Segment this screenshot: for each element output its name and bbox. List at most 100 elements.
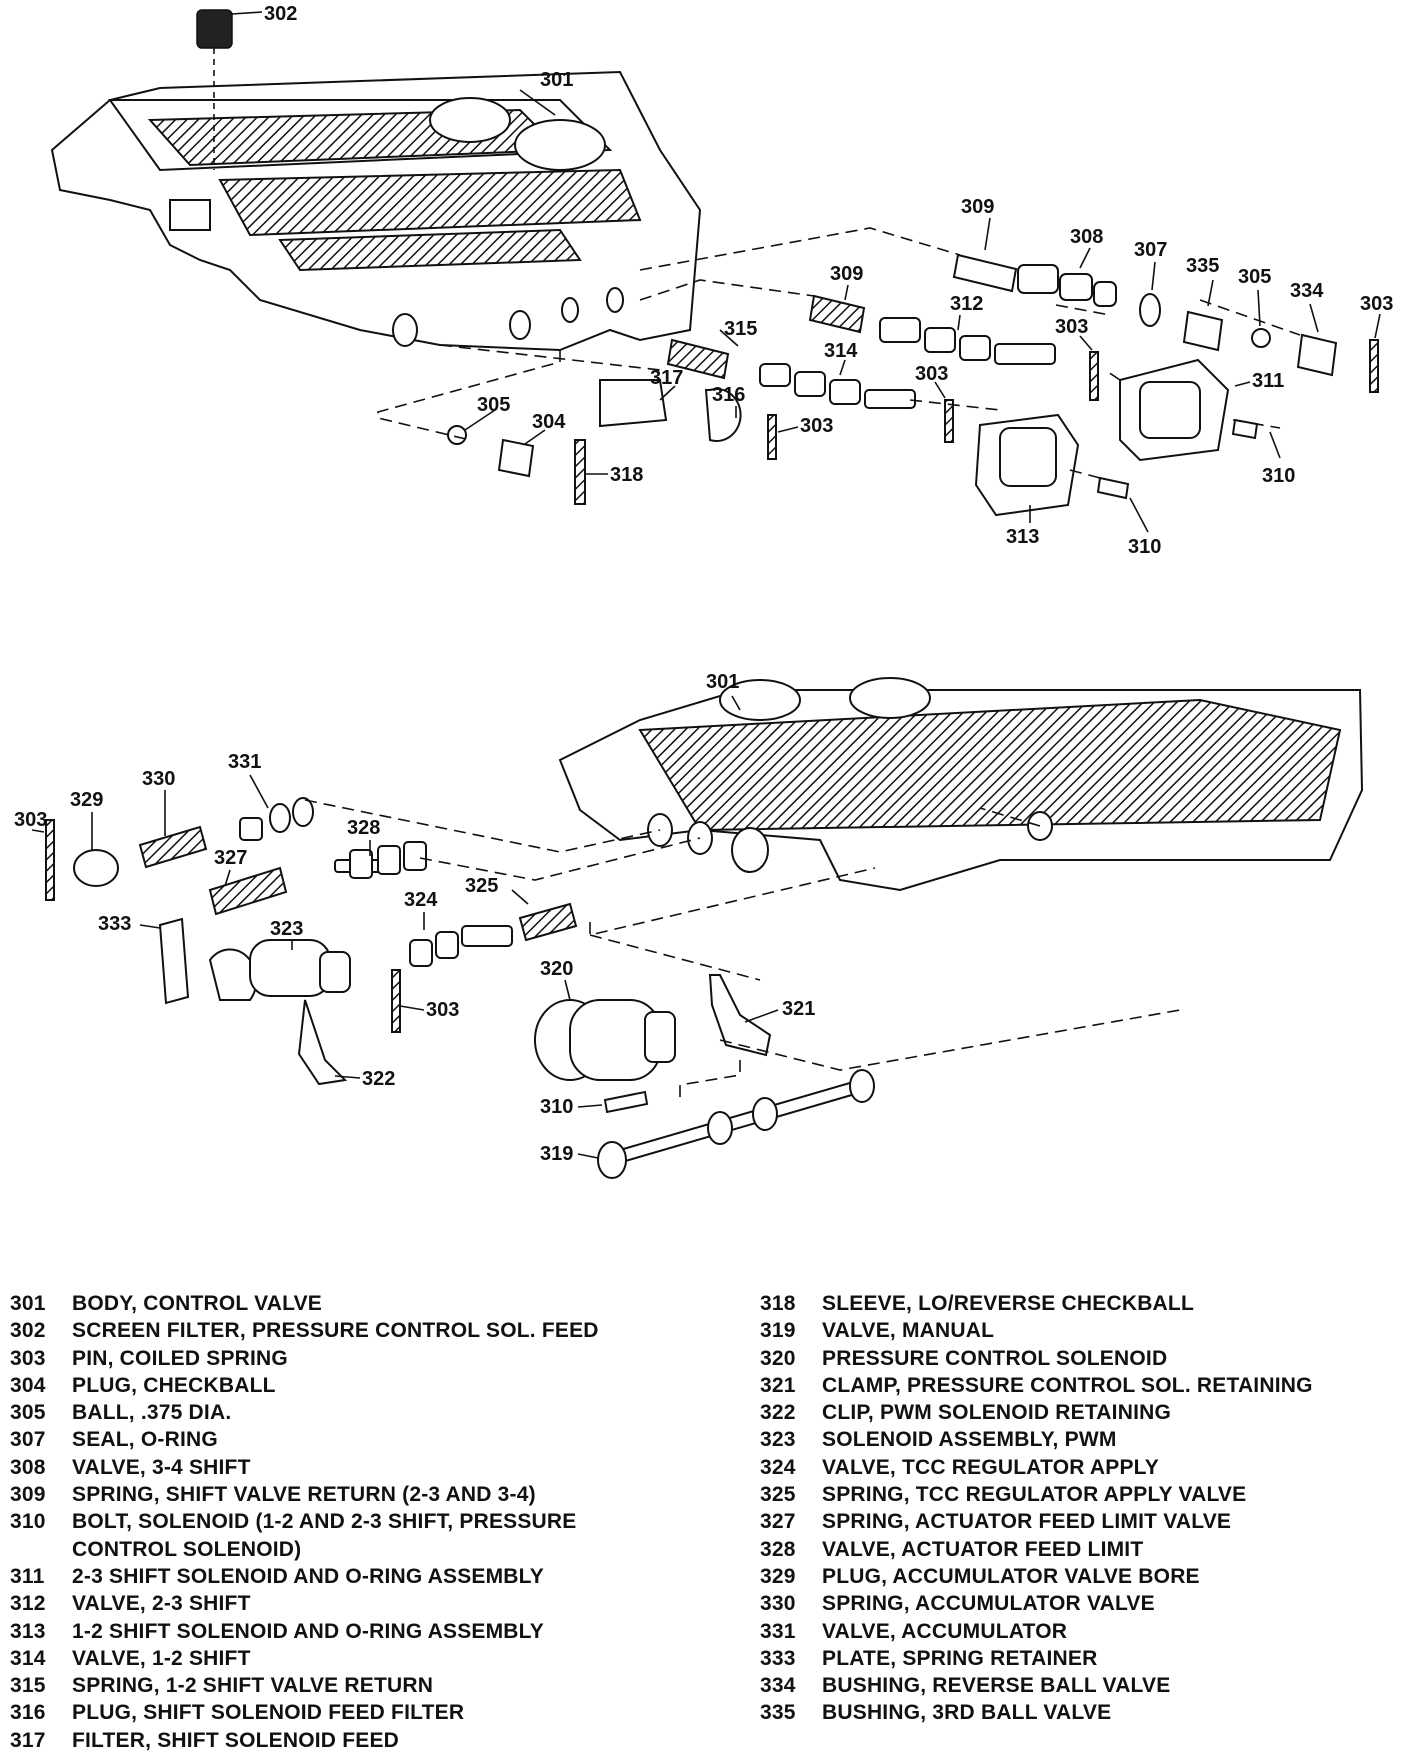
legend-part-number: 316 — [10, 1701, 46, 1725]
callout-310-bottom: 310 — [540, 1096, 573, 1118]
legend-part-number: 301 — [10, 1292, 46, 1315]
legend-part-number: 331 — [760, 1619, 796, 1643]
legend-item: 328 VALVE, ACTUATOR FEED LIMIT — [760, 1536, 1420, 1563]
legend-part-number: 305 — [10, 1401, 46, 1425]
legend-part-number: 313 — [10, 1619, 46, 1643]
legend-item: 335 BUSHING, 3RD BALL VALVE — [760, 1699, 1420, 1726]
callout-320: 320 — [540, 958, 573, 980]
legend-item: 308 VALVE, 3-4 SHIFT — [10, 1454, 730, 1481]
legend-part-description: PRESSURE CONTROL SOLENOID — [822, 1346, 1168, 1370]
legend-part-description: 2-3 SHIFT SOLENOID AND O-RING ASSEMBLY — [72, 1564, 544, 1588]
bottom-parts — [45, 797, 875, 1179]
callout-321: 321 — [782, 998, 815, 1020]
callout-325: 325 — [465, 875, 498, 897]
legend-part-description: BUSHING, REVERSE BALL VALVE — [822, 1674, 1171, 1698]
legend-item: 301 BODY, CONTROL VALVE — [10, 1290, 730, 1317]
legend-part-description: FILTER, SHIFT SOLENOID FEED — [72, 1728, 400, 1752]
legend-part-number: 325 — [760, 1483, 796, 1507]
callout-308: 308 — [1070, 226, 1103, 248]
legend-part-description: BOLT, SOLENOID (1-2 AND 2-3 SHIFT, PRESS… — [72, 1510, 577, 1561]
legend-part-description: BUSHING, 3RD BALL VALVE — [822, 1701, 1112, 1725]
screen-filter-302 — [196, 9, 233, 170]
legend-part-number: 319 — [760, 1319, 796, 1343]
legend-part-number: 334 — [760, 1674, 796, 1698]
legend-item: 330 SPRING, ACCUMULATOR VALVE — [760, 1590, 1420, 1617]
legend-item: 331 VALVE, ACCUMULATOR — [760, 1618, 1420, 1645]
legend-part-number: 312 — [10, 1592, 46, 1616]
legend-part-number: 314 — [10, 1646, 46, 1670]
callout-301-bottom: 301 — [706, 671, 739, 693]
callout-307: 307 — [1134, 239, 1167, 261]
callout-303-far-right: 303 — [1360, 293, 1393, 315]
legend-item: 325 SPRING, TCC REGULATOR APPLY VALVE — [760, 1481, 1420, 1508]
legend-part-description: SPRING, ACTUATOR FEED LIMIT VALVE — [822, 1510, 1232, 1534]
callout-301-top: 301 — [540, 69, 573, 91]
legend-part-number: 309 — [10, 1483, 46, 1507]
legend-part-number: 333 — [760, 1646, 796, 1670]
legend-part-number: 310 — [10, 1510, 46, 1534]
callout-309-lower: 309 — [830, 263, 863, 285]
legend-part-description: VALVE, ACTUATOR FEED LIMIT — [822, 1537, 1144, 1561]
legend-part-description: PLUG, ACCUMULATOR VALVE BORE — [822, 1564, 1200, 1588]
legend-part-number: 302 — [10, 1319, 46, 1343]
legend-item: 317 FILTER, SHIFT SOLENOID FEED — [10, 1727, 730, 1754]
legend-item: 334 BUSHING, REVERSE BALL VALVE — [760, 1672, 1420, 1699]
callout-330: 330 — [142, 768, 175, 790]
legend-item: 314 VALVE, 1-2 SHIFT — [10, 1645, 730, 1672]
callout-317: 317 — [650, 367, 683, 389]
callout-310-mid: 310 — [1128, 536, 1161, 558]
legend-part-description: SCREEN FILTER, PRESSURE CONTROL SOL. FEE… — [72, 1319, 599, 1343]
legend-part-description: CLIP, PWM SOLENOID RETAINING — [822, 1401, 1172, 1425]
legend-part-description: VALVE, 3-4 SHIFT — [72, 1455, 251, 1479]
callout-319: 319 — [540, 1143, 573, 1165]
callout-311: 311 — [1252, 370, 1284, 392]
legend-part-number: 328 — [760, 1537, 796, 1561]
legend-part-number: 315 — [10, 1674, 46, 1698]
legend-part-number: 317 — [10, 1728, 46, 1752]
legend-part-description: VALVE, 1-2 SHIFT — [72, 1646, 251, 1670]
legend-part-description: BODY, CONTROL VALVE — [72, 1292, 322, 1315]
callout-309-upper: 309 — [961, 196, 994, 218]
legend-part-number: 308 — [10, 1455, 46, 1479]
callout-318: 318 — [610, 464, 643, 486]
parts-legend: 301 BODY, CONTROL VALVE 302 SCREEN FILTER, … — [0, 1290, 1424, 1764]
callout-303-bl: 303 — [14, 809, 47, 831]
callout-327: 327 — [214, 847, 247, 869]
legend-part-description: PLUG, CHECKBALL — [72, 1373, 276, 1397]
callout-329: 329 — [70, 789, 103, 811]
callout-333: 333 — [98, 913, 131, 935]
callout-334: 334 — [1290, 280, 1324, 302]
legend-part-description: SPRING, ACCUMULATOR VALVE — [822, 1592, 1155, 1616]
top-dashed-flow-lines — [377, 227, 1301, 479]
legend-item: 327 SPRING, ACTUATOR FEED LIMIT VALVE — [760, 1508, 1420, 1535]
callouts-bottom: 301 331 330 329 303 328 327 333 324 325 … — [14, 671, 815, 1165]
callout-304: 304 — [532, 411, 566, 433]
callout-323: 323 — [270, 918, 303, 940]
legend-part-number: 303 — [10, 1346, 46, 1370]
legend-part-number: 324 — [760, 1455, 796, 1479]
legend-column-left: 301 BODY, CONTROL VALVE 302 SCREEN FILTER, … — [10, 1290, 730, 1754]
legend-part-number: 327 — [760, 1510, 796, 1534]
callout-313: 313 — [1006, 526, 1039, 548]
legend-part-description: SPRING, TCC REGULATOR APPLY VALVE — [822, 1483, 1247, 1507]
callout-312: 312 — [950, 293, 983, 315]
callout-303-mid: 303 — [915, 363, 948, 385]
exploded-view-diagram: 302 301 309 308 307 335 305 334 303 309 … — [14, 3, 1393, 1179]
legend-part-number: 320 — [760, 1346, 796, 1370]
legend-part-number: 330 — [760, 1592, 796, 1616]
legend-part-number: 321 — [760, 1373, 796, 1397]
bottom-dashed-flow-lines — [304, 799, 1181, 1098]
legend-part-description: VALVE, ACCUMULATOR — [822, 1619, 1068, 1643]
legend-part-number: 335 — [760, 1701, 796, 1725]
top-springs-and-valves — [447, 253, 1379, 517]
